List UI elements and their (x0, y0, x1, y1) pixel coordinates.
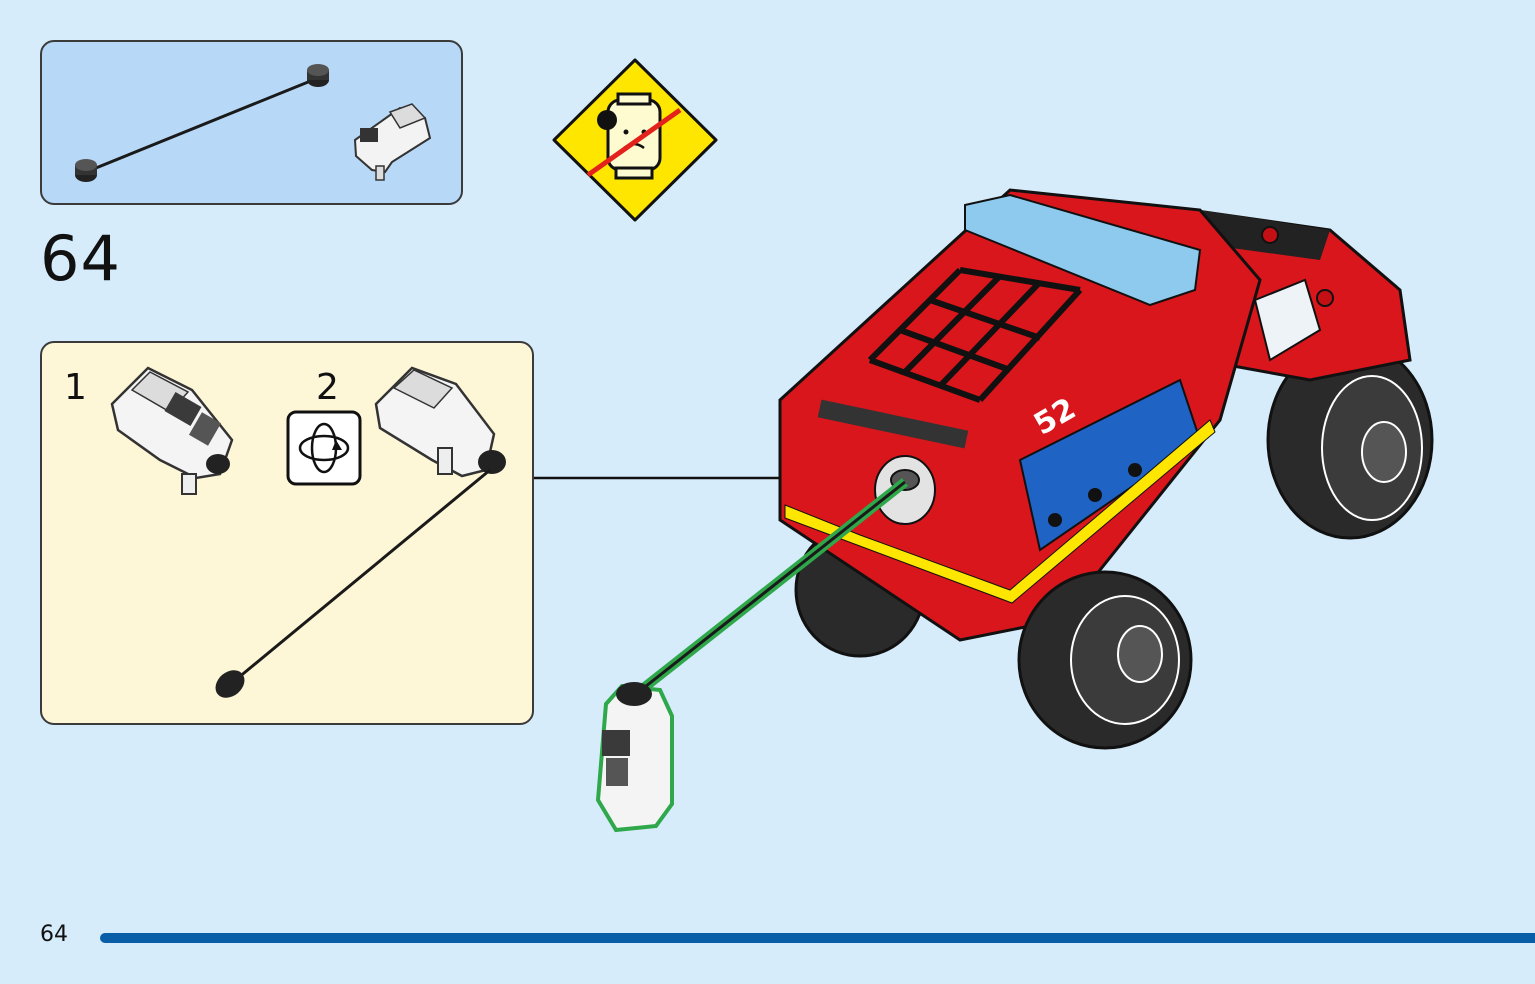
page-progress-bar (100, 933, 1535, 943)
page-number: 64 (40, 922, 68, 947)
sub-step-label-1: 1 (64, 367, 87, 408)
fire-truck-model: 52 (778, 188, 1434, 750)
step-number: 64 (40, 222, 121, 295)
sub-step-1-bracket (110, 366, 234, 495)
parts-white-bracket (353, 103, 432, 181)
choking-hazard-warning-icon (552, 58, 718, 222)
sub-step-label-2: 2 (316, 367, 339, 408)
hose-with-nozzle-highlighted (595, 478, 909, 833)
rotate-model-icon (286, 410, 362, 486)
parts-string-with-studs (75, 64, 329, 182)
sub-step-2-assembly (215, 366, 506, 698)
